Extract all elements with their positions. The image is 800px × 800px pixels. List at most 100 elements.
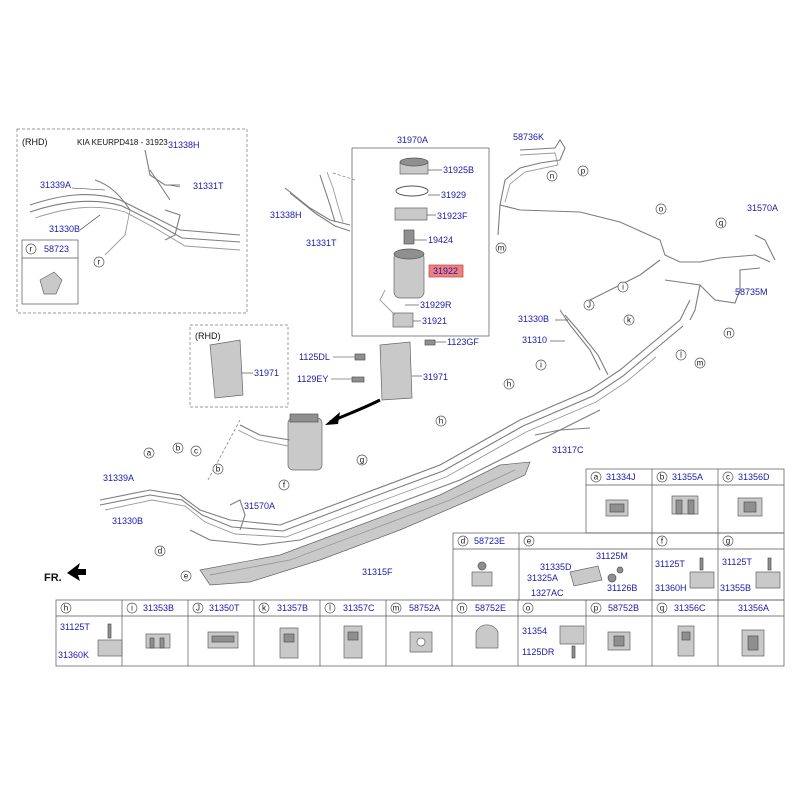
svg-text:d: d	[158, 547, 162, 556]
rhd-detail-box	[16, 128, 248, 314]
label-31971-a: 31971	[254, 368, 279, 378]
label-31310: 31310	[522, 335, 547, 345]
label-31339A-a: 31339A	[40, 180, 71, 190]
clip-58723-icon	[39, 271, 63, 295]
svg-text:m: m	[498, 244, 505, 253]
svg-text:f: f	[661, 537, 664, 546]
svg-text:m: m	[697, 359, 704, 368]
svg-text:g: g	[360, 456, 364, 465]
table-row1-icons	[605, 495, 763, 517]
svg-text:o: o	[659, 205, 664, 214]
svg-text:n: n	[460, 604, 464, 613]
svg-text:k: k	[627, 316, 632, 325]
svg-text:r: r	[30, 245, 33, 254]
label-31971-b: 31971	[423, 372, 448, 382]
front-indicator: FR.	[44, 572, 62, 584]
callout-r-inner	[25, 243, 37, 255]
svg-text:d: d	[461, 537, 465, 546]
svg-text:h: h	[507, 380, 511, 389]
table-row3-headers: h i 31353B J 31350T k 31357B l 31357C m …	[60, 602, 769, 614]
svg-text:58752E: 58752E	[475, 603, 506, 613]
detail-r-box	[21, 239, 79, 305]
label-31330B-b: 31330B	[518, 314, 549, 324]
svg-text:p: p	[581, 167, 586, 176]
label-31570A-a: 31570A	[747, 203, 778, 213]
svg-text:n: n	[727, 329, 731, 338]
front-arrow-icon	[67, 563, 86, 581]
label-31922: 31922	[433, 266, 458, 276]
mounted-filter-icon	[237, 413, 323, 471]
label-1129EY: 1129EY	[297, 374, 328, 384]
svg-text:r: r	[98, 258, 101, 267]
svg-text:b: b	[176, 444, 181, 453]
svg-text:e: e	[184, 572, 189, 581]
table-row2-icons	[471, 557, 781, 589]
svg-text:i: i	[131, 604, 133, 613]
svg-text:i: i	[540, 361, 542, 370]
callout-markers: p n o q m i J k n l m i h h g f a b c b …	[143, 165, 735, 582]
label-58723: 58723	[44, 244, 69, 254]
rhd-tag-2: (RHD)	[195, 331, 221, 341]
svg-text:31126B: 31126B	[607, 583, 637, 593]
rhd-note: KIA KEURPD418 - 31923	[77, 138, 168, 147]
svg-text:l: l	[680, 351, 682, 360]
label-31315F: 31315F	[362, 567, 393, 577]
svg-text:n: n	[550, 172, 554, 181]
label-1125DL: 1125DL	[299, 352, 330, 362]
svg-text:h: h	[439, 417, 443, 426]
label-31317C: 31317C	[552, 445, 584, 455]
table-row3-icons	[97, 623, 765, 659]
bracket-31971-rhd-icon	[209, 339, 244, 399]
svg-text:e: e	[527, 537, 532, 546]
table-row2-sublabels: 31335D 31125M 31325A 31126B 1327AC 31125…	[527, 551, 752, 598]
svg-text:31334J: 31334J	[606, 472, 636, 482]
label-1123GF: 1123GF	[447, 337, 479, 347]
svg-text:58752A: 58752A	[409, 603, 440, 613]
svg-text:31356D: 31356D	[738, 472, 770, 482]
svg-text:c: c	[726, 473, 730, 482]
svg-text:f: f	[283, 481, 286, 490]
label-19424: 19424	[428, 235, 453, 245]
table-row1-headers: a 31334J b 31355A c 31356D	[590, 471, 770, 483]
svg-text:1125DR: 1125DR	[522, 647, 555, 657]
filter-assembly-box	[351, 147, 490, 337]
svg-text:31356A: 31356A	[738, 603, 769, 613]
svg-text:31125T: 31125T	[655, 559, 685, 569]
label-31570A-b: 31570A	[244, 501, 275, 511]
svg-text:31357B: 31357B	[277, 603, 308, 613]
svg-text:31355A: 31355A	[672, 472, 703, 482]
svg-text:q: q	[719, 219, 723, 228]
parts-table	[55, 468, 785, 667]
bracket-31971-icon	[379, 341, 413, 401]
label-31330B-a: 31330B	[49, 224, 80, 234]
svg-text:g: g	[726, 537, 730, 546]
svg-text:m: m	[393, 604, 400, 613]
label-58735M: 58735M	[735, 287, 768, 297]
svg-text:31357C: 31357C	[343, 603, 375, 613]
label-31929: 31929	[441, 190, 466, 200]
svg-text:o: o	[526, 604, 531, 613]
fuel-filter-parts	[379, 157, 429, 328]
svg-text:k: k	[262, 604, 267, 613]
svg-text:l: l	[329, 604, 331, 613]
svg-text:58723E: 58723E	[474, 536, 505, 546]
svg-text:J: J	[587, 301, 591, 310]
rear-pipes	[497, 138, 776, 321]
svg-text:58752B: 58752B	[608, 603, 639, 613]
svg-text:b: b	[216, 465, 221, 474]
svg-text:31354: 31354	[522, 626, 547, 636]
rhd-pipes	[29, 149, 241, 256]
label-31331T-b: 31331T	[306, 238, 337, 248]
svg-text:31350T: 31350T	[209, 603, 240, 613]
svg-text:a: a	[594, 473, 599, 482]
svg-text:J: J	[196, 604, 200, 613]
label-31339A-b: 31339A	[103, 473, 134, 483]
main-fuel-lines	[99, 299, 691, 546]
svg-text:31355B: 31355B	[720, 583, 751, 593]
svg-text:i: i	[622, 283, 624, 292]
rhd-tag-top: (RHD)	[22, 137, 48, 147]
svg-text:31335D: 31335D	[540, 562, 572, 572]
svg-text:31125M: 31125M	[596, 551, 628, 561]
svg-text:31356C: 31356C	[674, 603, 706, 613]
